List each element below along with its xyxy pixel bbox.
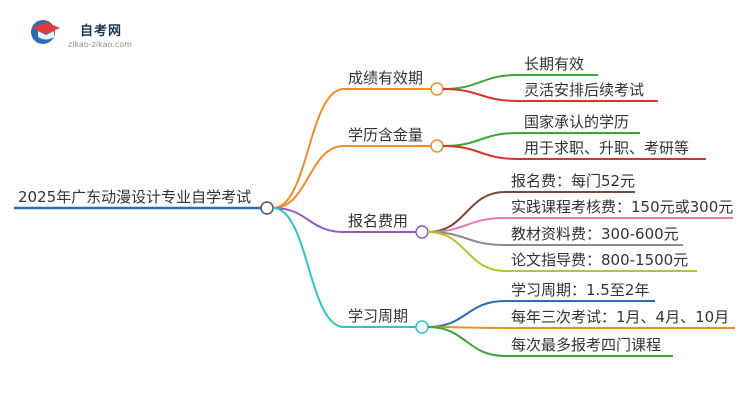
leaf-connector-2-2 (442, 145, 519, 160)
logo-name: 自考网 (80, 24, 123, 39)
leaf-label-4-2: 每年三次考试：1月、4月、10月 (511, 308, 730, 326)
leaf-connector-4-1 (427, 300, 506, 328)
leaf-label-2-2: 用于求职、升职、考研等 (524, 139, 690, 157)
root-label: 2025年广东动漫设计专业自学考试 (18, 188, 252, 206)
leaf-label-3-2: 实践课程考核费：150元或300元 (511, 198, 734, 216)
logo-url: zikao-zikao.com (68, 40, 132, 49)
leaf-label-1-1: 长期有效 (524, 55, 585, 73)
branch-label-1: 成绩有效期 (348, 69, 424, 87)
branch-connector-3 (272, 207, 345, 233)
leaf-label-2-1: 国家承认的学历 (524, 113, 630, 131)
leaf-connector-3-4 (427, 231, 506, 272)
leaf-connector-2-1 (442, 132, 519, 147)
branch-label-2: 学历含金量 (348, 126, 424, 144)
leaf-label-3-4: 论文指导费：800-1500元 (511, 251, 689, 269)
leaf-label-4-3: 每次最多报考四门课程 (511, 336, 662, 354)
leaf-label-4-1: 学习周期：1.5至2年 (511, 281, 650, 299)
branch-node-circle-2 (430, 139, 444, 153)
branch-node-circle-1 (430, 82, 444, 96)
site-logo[interactable]: 自考网 zikao-zikao.com (28, 14, 148, 50)
branch-node-circle-4 (415, 320, 429, 334)
leaf-connector-1-2 (442, 88, 519, 102)
leaf-connector-1-1 (442, 74, 519, 90)
branch-connector-4 (272, 207, 345, 328)
branch-label-4: 学习周期 (348, 307, 409, 325)
branch-node-circle-3 (415, 225, 429, 239)
leaf-label-3-1: 报名费：每门52元 (511, 172, 636, 190)
root-node-circle (260, 201, 274, 215)
leaf-label-3-3: 教材资料费：300-600元 (511, 225, 679, 243)
branch-connector-2 (272, 145, 345, 209)
leaf-connector-4-3 (427, 326, 506, 357)
graduation-cap-icon (31, 20, 60, 44)
leaf-label-1-2: 灵活安排后续考试 (524, 81, 645, 99)
branch-connector-1 (272, 88, 345, 209)
branch-label-3: 报名费用 (348, 212, 409, 230)
